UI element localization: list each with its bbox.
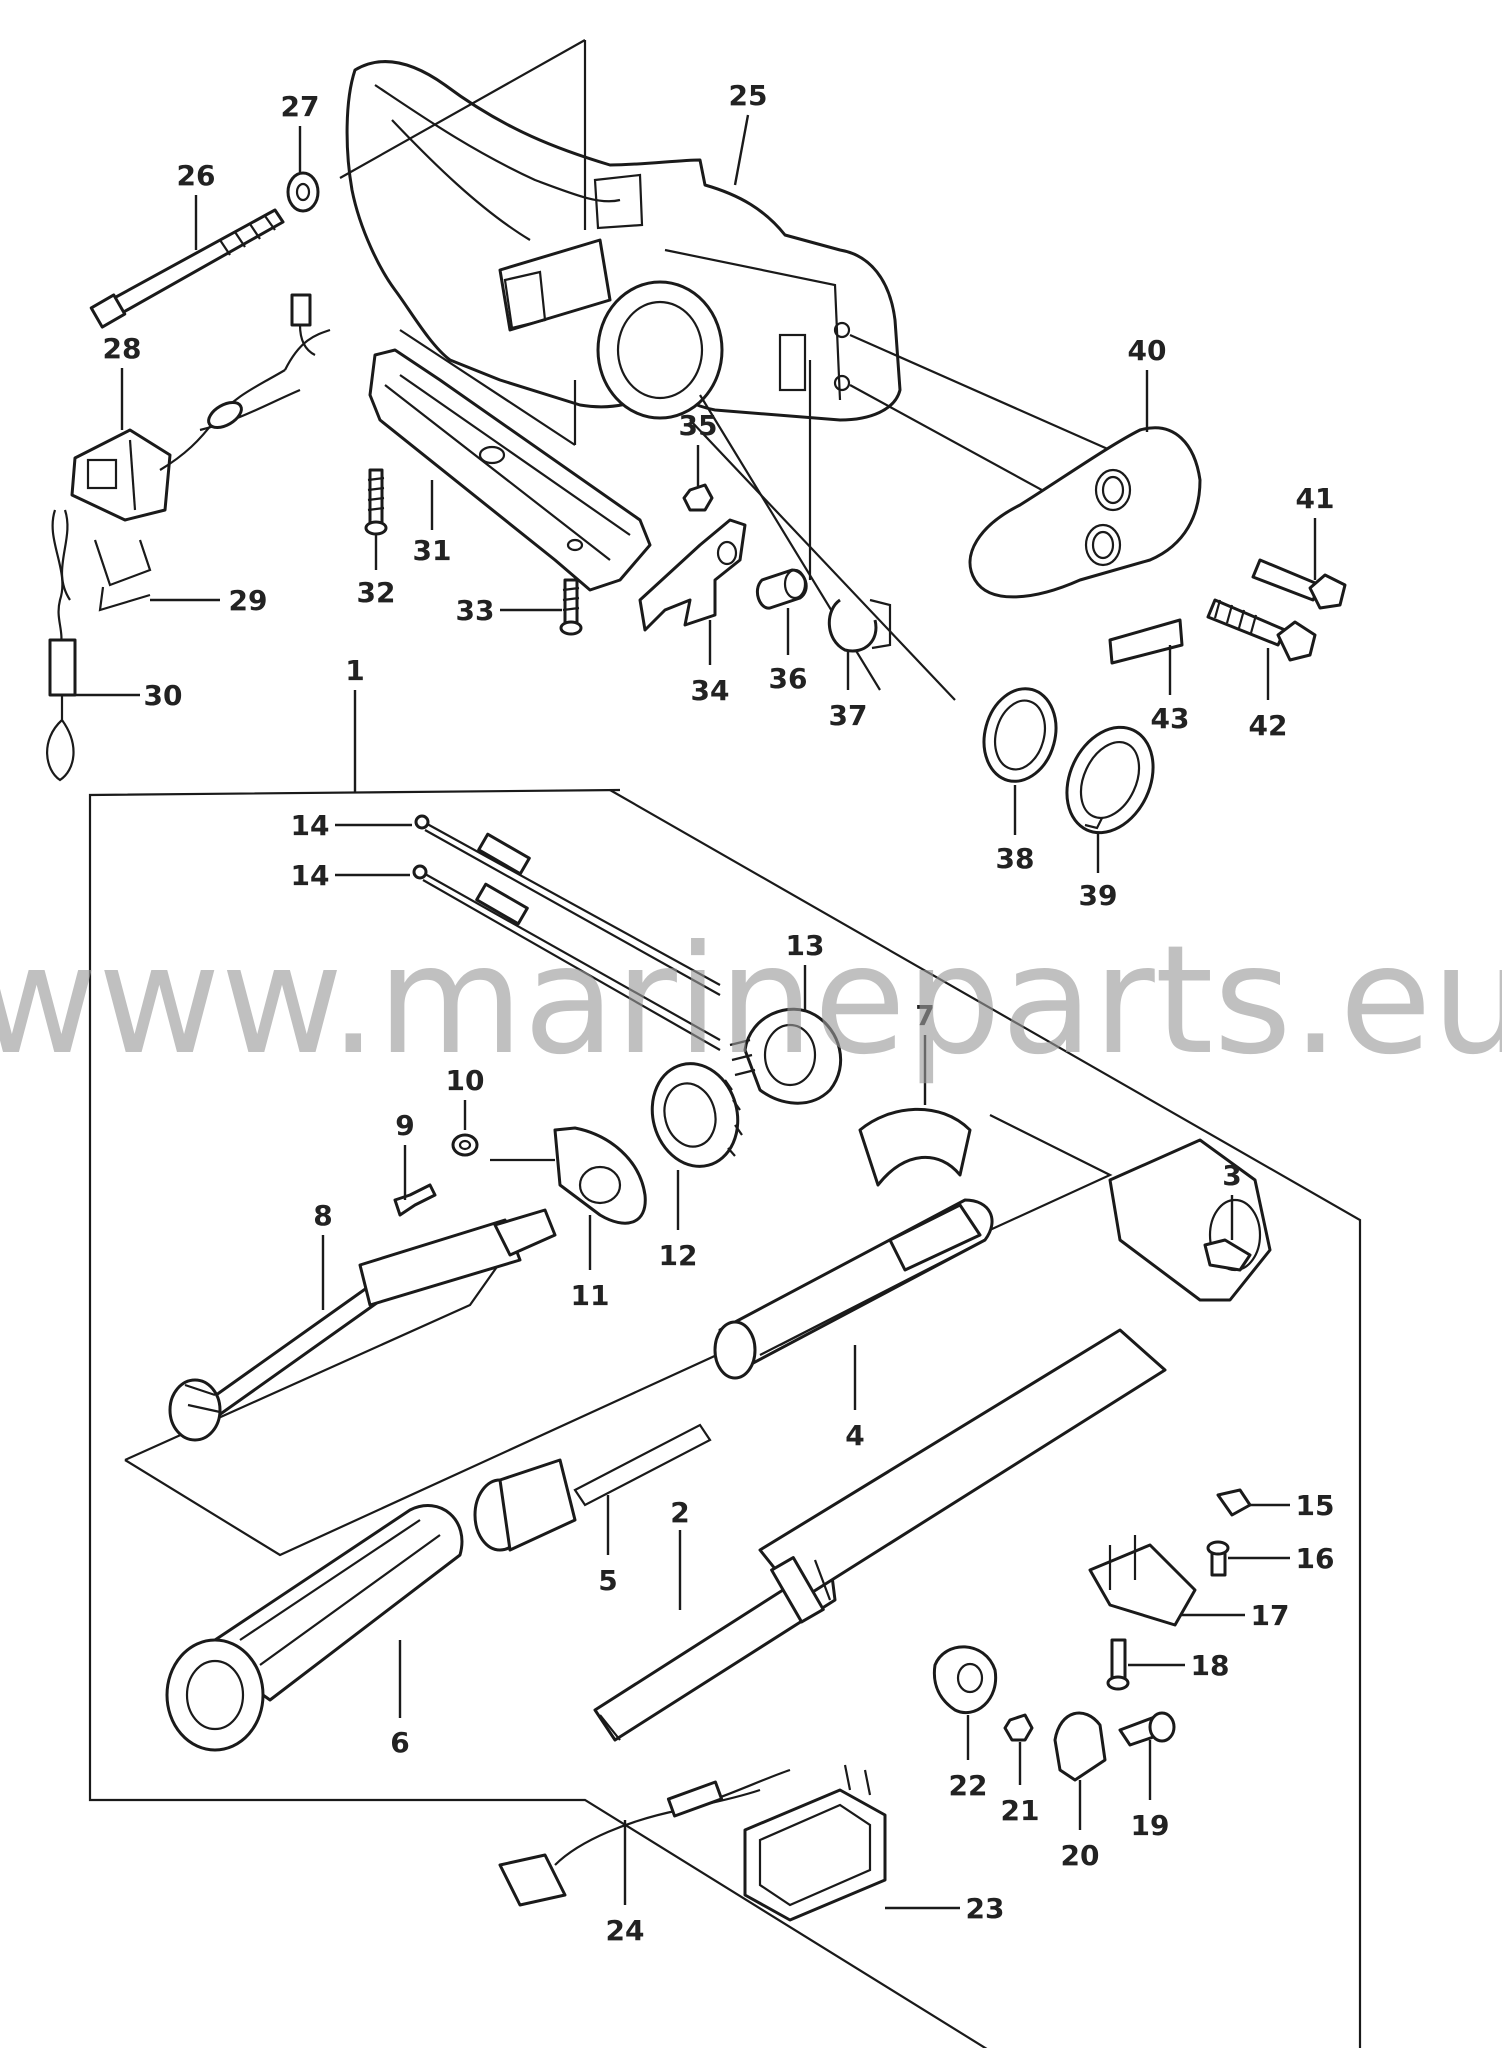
leader-25	[733, 114, 750, 186]
label-13: 13	[786, 929, 825, 962]
watermark: www.marineparts.eu	[0, 914, 1502, 1088]
assembly-1-frame-right	[609, 789, 1362, 2048]
label-31: 31	[413, 534, 452, 567]
part-21-nut	[1003, 1713, 1034, 1742]
label-40: 40	[1128, 334, 1167, 367]
label-23: 23	[966, 1892, 1005, 1925]
part-41-bolt	[1251, 558, 1347, 610]
guide-line	[849, 333, 1111, 452]
label-39: 39	[1079, 879, 1118, 912]
label-21: 21	[1001, 1794, 1040, 1827]
label-10: 10	[446, 1064, 485, 1097]
part-17-bracket	[1088, 1535, 1197, 1627]
label-1: 1	[345, 654, 364, 687]
label-16: 16	[1296, 1542, 1335, 1575]
label-29: 29	[229, 584, 268, 617]
part-18-screw	[1106, 1638, 1130, 1691]
label-14a: 14	[291, 809, 330, 842]
guide-line	[689, 419, 956, 701]
part-26-long-bolt	[89, 208, 285, 329]
part-35-nut	[682, 483, 714, 512]
label-11: 11	[571, 1279, 610, 1312]
part-29-clip	[93, 539, 152, 612]
part-40-mounting-plate	[968, 426, 1202, 599]
label-17: 17	[1251, 1599, 1290, 1632]
label-25: 25	[729, 79, 768, 112]
part-15-wing-nut	[1216, 1488, 1252, 1517]
part-7-friction-sleeve	[858, 1107, 972, 1187]
part-5-throttle-cam	[473, 1423, 712, 1552]
handle-subassembly-frame	[124, 1114, 1113, 1557]
part-43-shim	[1108, 618, 1184, 665]
label-3: 3	[1222, 1159, 1241, 1192]
part-4-throttle-sleeve	[713, 1198, 994, 1380]
part-2-tiller-handle	[593, 1138, 1272, 1742]
part-30-lanyard	[46, 509, 77, 782]
part-19-bolt	[1118, 1711, 1176, 1747]
label-37: 37	[829, 699, 868, 732]
assembly-1-frame	[88, 788, 988, 2048]
label-43: 43	[1151, 702, 1190, 735]
part-34-lever	[638, 518, 747, 632]
label-41: 41	[1296, 482, 1335, 515]
part-22-bushing	[932, 1645, 998, 1715]
part-8-throttle-shaft	[168, 1208, 557, 1442]
part-42-bolt	[1206, 598, 1317, 662]
label-30: 30	[144, 679, 183, 712]
part-14-throttle-cable	[414, 814, 721, 996]
label-12: 12	[659, 1239, 698, 1272]
label-2: 2	[670, 1496, 689, 1529]
part-9-screw	[393, 1183, 437, 1217]
guide-line	[399, 329, 576, 446]
part-27-washer	[286, 171, 320, 213]
part-10-washer	[451, 1133, 479, 1157]
part-28-switch	[70, 293, 331, 522]
part-14-shift-cable	[412, 864, 721, 1051]
part-32-screw	[364, 468, 388, 536]
part-25-mounting-bracket	[345, 60, 902, 422]
label-4: 4	[845, 1419, 864, 1452]
part-16-screw	[1206, 1540, 1230, 1577]
part-20-clamp	[1053, 1711, 1107, 1782]
part-6-throttle-grip	[165, 1504, 464, 1752]
part-23-switch-box	[743, 1764, 887, 1922]
label-19: 19	[1131, 1809, 1170, 1842]
label-42: 42	[1249, 709, 1288, 742]
label-35: 35	[679, 409, 718, 442]
label-26: 26	[177, 159, 216, 192]
label-18: 18	[1191, 1649, 1230, 1682]
label-22: 22	[949, 1769, 988, 1802]
label-38: 38	[996, 842, 1035, 875]
label-5: 5	[598, 1564, 617, 1597]
label-34: 34	[691, 674, 730, 707]
part-11-friction-plate	[553, 1126, 647, 1225]
label-6: 6	[390, 1726, 409, 1759]
part-38-ring	[982, 687, 1058, 783]
label-20: 20	[1061, 1839, 1100, 1872]
label-32: 32	[357, 576, 396, 609]
label-27: 27	[281, 90, 320, 123]
label-15: 15	[1296, 1489, 1335, 1522]
label-9: 9	[395, 1109, 414, 1142]
label-24: 24	[606, 1914, 645, 1947]
label-7: 7	[915, 999, 934, 1032]
part-31-grip-plate	[368, 348, 652, 592]
label-28: 28	[103, 332, 142, 365]
label-33: 33	[456, 594, 495, 627]
part-24-wire-harness	[498, 1768, 791, 1907]
part-3-clip	[1203, 1238, 1252, 1272]
label-14b: 14	[291, 859, 330, 892]
label-8: 8	[313, 1199, 332, 1232]
part-37-clip-ring	[827, 598, 892, 653]
part-12-gear	[650, 1062, 743, 1168]
part-13-cable-holder	[729, 1007, 843, 1105]
label-36: 36	[769, 662, 808, 695]
part-36-bushing	[756, 568, 808, 610]
part-33-screw	[559, 578, 583, 636]
part-39-friction-ring	[1065, 725, 1155, 835]
guide-line	[339, 39, 586, 179]
